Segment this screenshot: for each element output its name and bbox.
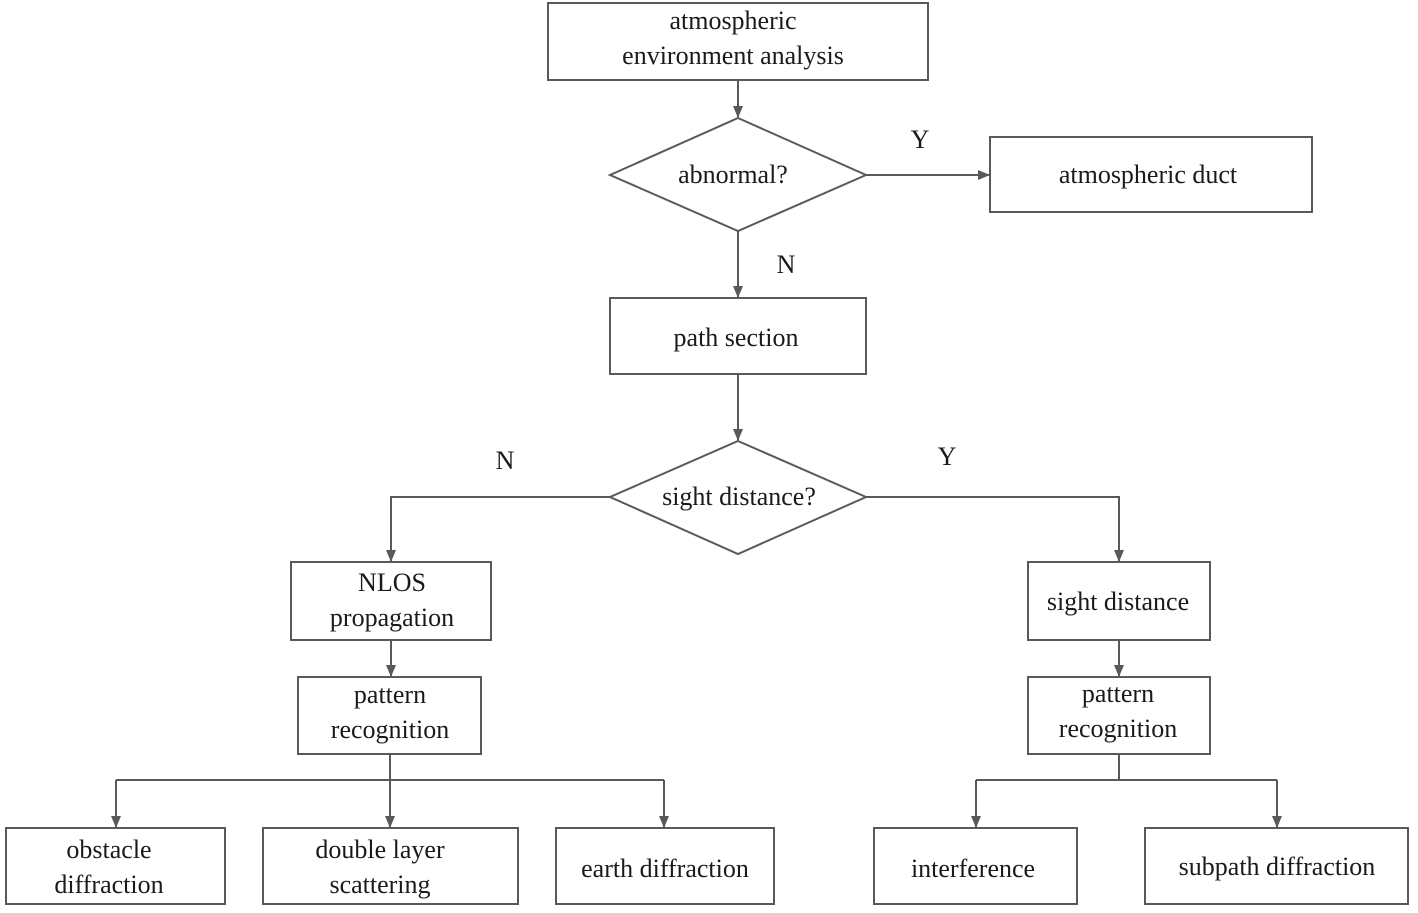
- label-nlos-line2: propagation: [330, 603, 454, 632]
- label-abnormal: abnormal?: [678, 160, 788, 189]
- edge-sightq-to-sight: [866, 496, 1124, 562]
- node-obstacle-diffraction: [5, 827, 226, 905]
- label-nlos-line1: NLOS: [358, 568, 426, 597]
- label-obstacle-line2: diffraction: [54, 870, 163, 899]
- node-atmospheric-duct: [989, 136, 1313, 213]
- label-sight-distance: sight distance: [1047, 587, 1189, 616]
- edge-label-abnormal-no: N: [777, 250, 796, 279]
- label-pr-left-line2: recognition: [331, 715, 449, 744]
- label-subpath-diffraction: subpath diffraction: [1179, 852, 1376, 881]
- label-pr-left-line1: pattern: [354, 680, 426, 709]
- edge-label-sight-no: N: [496, 446, 515, 475]
- edge-label-sight-yes: Y: [938, 442, 957, 471]
- label-pr-right-line2: recognition: [1059, 714, 1177, 743]
- node-nlos-propagation: [290, 561, 492, 641]
- node-path-section: [609, 297, 867, 375]
- edge-sightq-to-nlos: [386, 496, 610, 562]
- node-pattern-recognition-right: [1027, 676, 1211, 755]
- label-env-line2: environment analysis: [622, 41, 844, 70]
- node-earth-diffraction: [555, 827, 775, 905]
- edge-label-abnormal-yes: Y: [911, 125, 930, 154]
- label-double-layer-line1: double layer: [315, 835, 445, 864]
- node-labels: atmospheric environment analysis abnorma…: [54, 6, 1375, 899]
- node-interference: [873, 827, 1078, 905]
- node-env-analysis: [547, 2, 929, 81]
- label-pr-right-line1: pattern: [1082, 679, 1154, 708]
- edge-labels: Y N N Y: [496, 125, 957, 475]
- node-abnormal-decision: [607, 116, 869, 233]
- label-earth-diffraction: earth diffraction: [581, 854, 749, 883]
- node-sight-distance-decision: [607, 439, 869, 556]
- nodes: [5, 2, 1409, 905]
- label-interference: interference: [911, 854, 1035, 883]
- node-double-layer-scattering: [262, 827, 519, 905]
- label-sight-distance-q: sight distance?: [662, 482, 816, 511]
- label-atmospheric-duct: atmospheric duct: [1059, 160, 1238, 189]
- node-subpath-diffraction: [1144, 827, 1409, 905]
- label-env-line1: atmospheric: [669, 6, 796, 35]
- node-sight-distance: [1027, 561, 1211, 641]
- node-pattern-recognition-left: [297, 676, 482, 755]
- label-path-section: path section: [674, 323, 799, 352]
- edges: [111, 80, 1282, 828]
- label-double-layer-line2: scattering: [329, 870, 430, 899]
- label-obstacle-line1: obstacle: [66, 835, 151, 864]
